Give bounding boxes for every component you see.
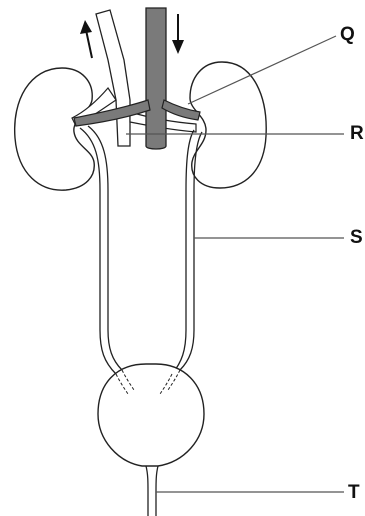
dark-vessel xyxy=(146,8,166,149)
label-q: Q xyxy=(340,25,355,45)
urethra xyxy=(146,466,158,516)
up-arrow-icon xyxy=(80,20,92,58)
right-kidney xyxy=(190,62,266,188)
light-vessel xyxy=(96,10,130,146)
bladder xyxy=(98,364,204,466)
label-r: R xyxy=(350,124,364,144)
down-arrow-icon xyxy=(172,14,184,54)
right-ureter xyxy=(172,130,194,374)
label-t: T xyxy=(348,483,360,503)
label-s: S xyxy=(350,228,363,248)
